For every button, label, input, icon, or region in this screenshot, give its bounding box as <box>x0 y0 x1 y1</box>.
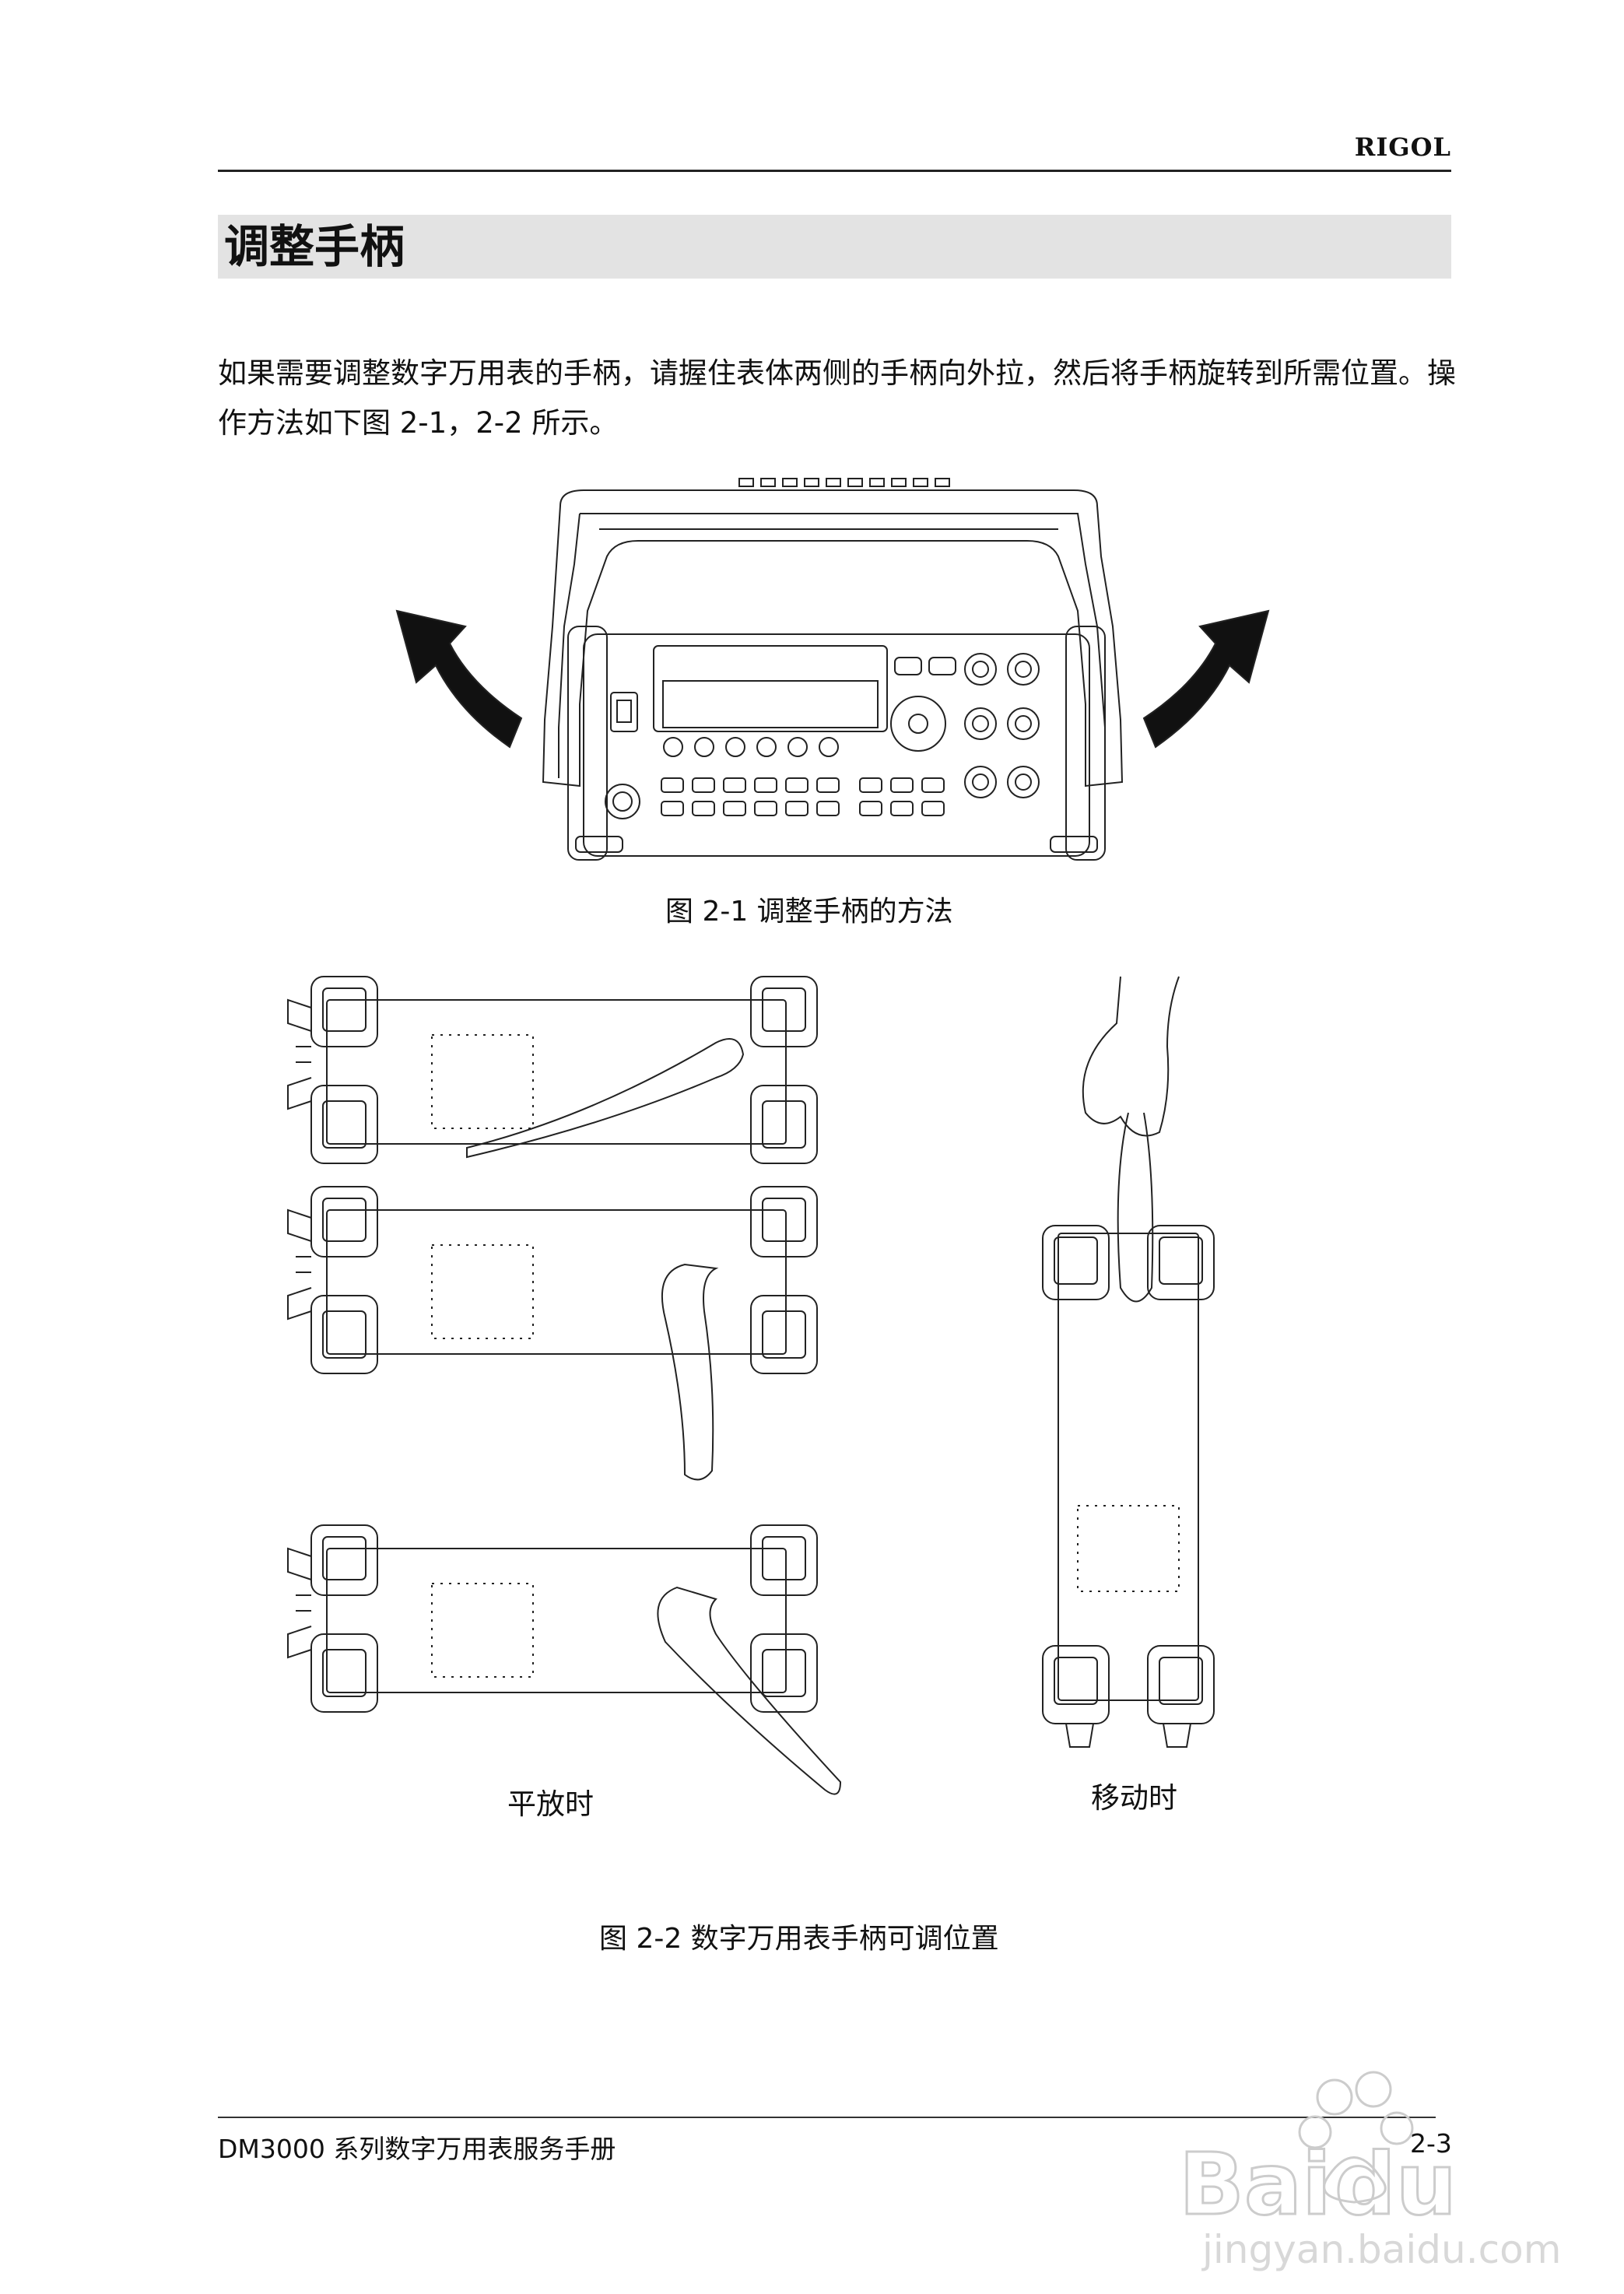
handle-angled <box>662 1265 716 1479</box>
upright-carry-view <box>1027 977 1229 1755</box>
section-title: 调整手柄 <box>224 220 405 273</box>
svg-text:Bai: Bai <box>1179 2134 1331 2234</box>
label-flat: 平放时 <box>507 1787 594 1821</box>
side-view-handle-extended <box>280 1525 840 1813</box>
handle-flat <box>467 1039 743 1157</box>
side-view-handle-flat <box>280 977 840 1163</box>
handle-grip-bumps <box>739 479 949 486</box>
softkeys <box>664 738 838 756</box>
footer-page-number: 2-3 <box>1410 2128 1452 2159</box>
label-carry: 移动时 <box>1091 1781 1177 1815</box>
power-button <box>605 784 640 819</box>
header-rule <box>218 170 1451 172</box>
svg-text:du: du <box>1335 2134 1457 2234</box>
figure-2-1-caption: 图 2-1 调整手柄的方法 <box>665 896 953 928</box>
meter-display <box>654 646 887 731</box>
figure-2-1-illustration <box>374 471 1292 868</box>
keypad <box>661 778 944 816</box>
left-arrow <box>397 611 521 747</box>
nav-pad <box>891 696 945 751</box>
side-view-handle-angled <box>280 1187 840 1498</box>
baidu-watermark: Bai du jingyan.baidu.com <box>1178 2054 1561 2272</box>
right-arrow <box>1144 611 1268 747</box>
handle-outer <box>543 490 1122 786</box>
section-title-band <box>218 215 1451 279</box>
svg-text:jingyan.baidu.com: jingyan.baidu.com <box>1201 2227 1561 2272</box>
intro-paragraph: 如果需要调整数字万用表的手柄，请握住表体两侧的手柄向外拉，然后将手柄旋转到所需位… <box>218 356 1456 440</box>
upright-body <box>1058 1233 1198 1700</box>
footer-rule <box>218 2117 1436 2118</box>
handle-extended <box>658 1587 840 1794</box>
figure-2-2-caption: 图 2-2 数字万用表手柄可调位置 <box>599 1923 999 1955</box>
brand-logo: RIGOL <box>1354 132 1451 162</box>
carry-handle <box>1118 1113 1153 1302</box>
input-jacks <box>965 654 1039 798</box>
hand <box>1083 977 1179 1136</box>
footer-doc-title: DM3000 系列数字万用表服务手册 <box>218 2134 616 2164</box>
meter-body <box>584 634 1089 856</box>
